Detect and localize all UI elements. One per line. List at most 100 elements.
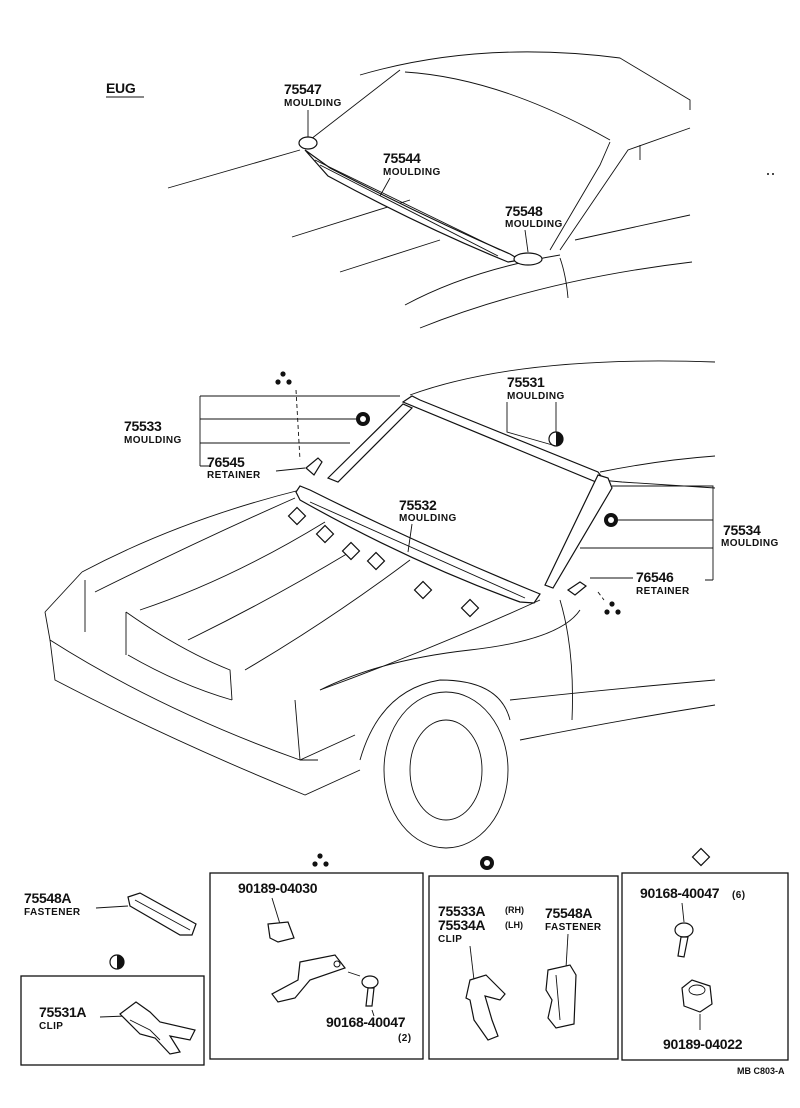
leader-75531	[506, 402, 557, 447]
label-75533-name: MOULDING	[124, 435, 182, 446]
box-screws	[621, 872, 789, 1061]
box-clip-75533a	[428, 875, 619, 1060]
hood-corner	[44, 571, 83, 613]
moulding-75544-edge-2	[319, 164, 499, 257]
moulding-75547	[298, 136, 318, 150]
moulding-75532	[295, 485, 541, 604]
clip-75531a-shape	[119, 1001, 196, 1055]
moulding-75533	[326, 403, 414, 483]
leader-76545	[275, 467, 306, 472]
top-view: EUG 75547 MOULDING 75544 MOULDING 75548 …	[106, 51, 774, 329]
label-76546-name: RETAINER	[636, 586, 690, 597]
door-line	[559, 127, 691, 251]
screw-shank	[677, 936, 689, 958]
half-filled-circle-icon	[548, 431, 564, 447]
label-75531-name: MOULDING	[507, 391, 565, 402]
leader-75544	[379, 177, 391, 197]
hood-side-edge	[319, 599, 541, 691]
label-75548-name: MOULDING	[505, 219, 563, 230]
hood-crease-4	[244, 559, 411, 671]
rocker-line	[509, 679, 716, 701]
fastener-right-detail	[555, 974, 561, 1021]
dashed-leader-right	[597, 591, 605, 601]
diamond-square-icon	[366, 551, 386, 571]
diamond-square-icon	[341, 541, 361, 561]
label-75532-name: MOULDING	[399, 513, 457, 524]
fastener-b-number: 75548A	[545, 905, 592, 921]
bumper-bottom	[49, 639, 361, 796]
retainer-76546	[566, 581, 588, 596]
hood-front-edge	[81, 489, 301, 573]
grille-top	[125, 611, 233, 701]
cowl-fasteners	[287, 506, 480, 618]
label-75547-name: MOULDING	[284, 98, 342, 109]
clip-side1: (RH)	[505, 905, 524, 915]
diamond-square-icon	[691, 847, 711, 867]
label-75547-number: 75547	[284, 81, 322, 97]
moulding-75544-edge	[314, 159, 501, 251]
label-75544-number: 75544	[383, 150, 421, 166]
a-pillar-line-right	[549, 141, 611, 251]
bumper-top	[44, 611, 356, 761]
nut-top	[688, 984, 706, 996]
retainer-hole	[333, 960, 341, 968]
bracket-75534	[580, 485, 714, 580]
box-sq-part1-leader	[681, 902, 685, 923]
diamond-square-icon	[287, 506, 307, 526]
label-76546-number: 76546	[636, 569, 674, 585]
stray-dot-1	[767, 173, 769, 175]
moulding-75531	[401, 395, 606, 483]
moulding-75534	[544, 474, 613, 589]
half-filled-circle-icon	[109, 954, 125, 970]
clip-num1: 75533A	[438, 903, 485, 919]
box-tri-qty: (2)	[398, 1033, 411, 1044]
variant-label: EUG	[106, 80, 136, 96]
door-belt-line	[574, 214, 691, 241]
box-tri-part1-leader	[271, 897, 281, 925]
tire-inner	[409, 719, 483, 821]
door-top-line	[599, 479, 716, 489]
fastener-75548a-shape	[127, 892, 197, 936]
ring-circle-icon	[480, 856, 494, 870]
headlamp-edge	[294, 699, 301, 761]
moulding-75532-edge	[309, 501, 526, 599]
box-sq-qty: (6)	[732, 890, 745, 901]
ring-circle-icon	[356, 412, 370, 426]
footer-code: MB C803-A	[737, 1066, 785, 1076]
cowl-line-1	[167, 149, 301, 189]
clip-75531a-number: 75531A	[39, 1004, 86, 1020]
fastener-a-name: FASTENER	[24, 907, 81, 918]
retainer-76545	[305, 457, 323, 476]
box-tri-part1: 90189-04030	[238, 880, 318, 896]
diamond-square-icon	[315, 524, 335, 544]
fastener-a-leader	[95, 905, 129, 909]
label-76545-name: RETAINER	[207, 470, 261, 481]
wheel-arch	[359, 679, 511, 761]
label-75544-name: MOULDING	[383, 167, 441, 178]
fastener-b-name: FASTENER	[545, 922, 602, 933]
label-75531-number: 75531	[507, 374, 545, 390]
door-gap-line	[559, 257, 569, 299]
leader-76546	[590, 577, 713, 581]
detail-section: 75548A FASTENER 75531A CLIP 90189-04030	[20, 847, 789, 1076]
grille-bottom	[127, 654, 233, 701]
clip-num2: 75534A	[438, 917, 485, 933]
clip-75531a-name: CLIP	[39, 1021, 63, 1032]
box-tri-part2-leader	[371, 1009, 375, 1017]
box-sq-part1: 90168-40047	[640, 885, 720, 901]
fastener-75548a-right-shape	[545, 964, 577, 1029]
screw-head	[674, 922, 694, 938]
fender-line	[319, 609, 581, 691]
door-front-gap	[559, 599, 573, 721]
nut-90189-04030	[267, 921, 295, 943]
three-dots-icon	[312, 853, 329, 867]
three-dots-icon	[604, 601, 621, 615]
hood-crease-3	[187, 551, 351, 641]
label-75532-number: 75532	[399, 497, 437, 513]
box-sq-part2: 90189-04022	[663, 1036, 743, 1052]
label-75534-name: MOULDING	[721, 538, 779, 549]
rocker-line-2	[519, 704, 716, 741]
diamond-square-icon	[413, 580, 433, 600]
ring-circle-icon	[604, 513, 618, 527]
